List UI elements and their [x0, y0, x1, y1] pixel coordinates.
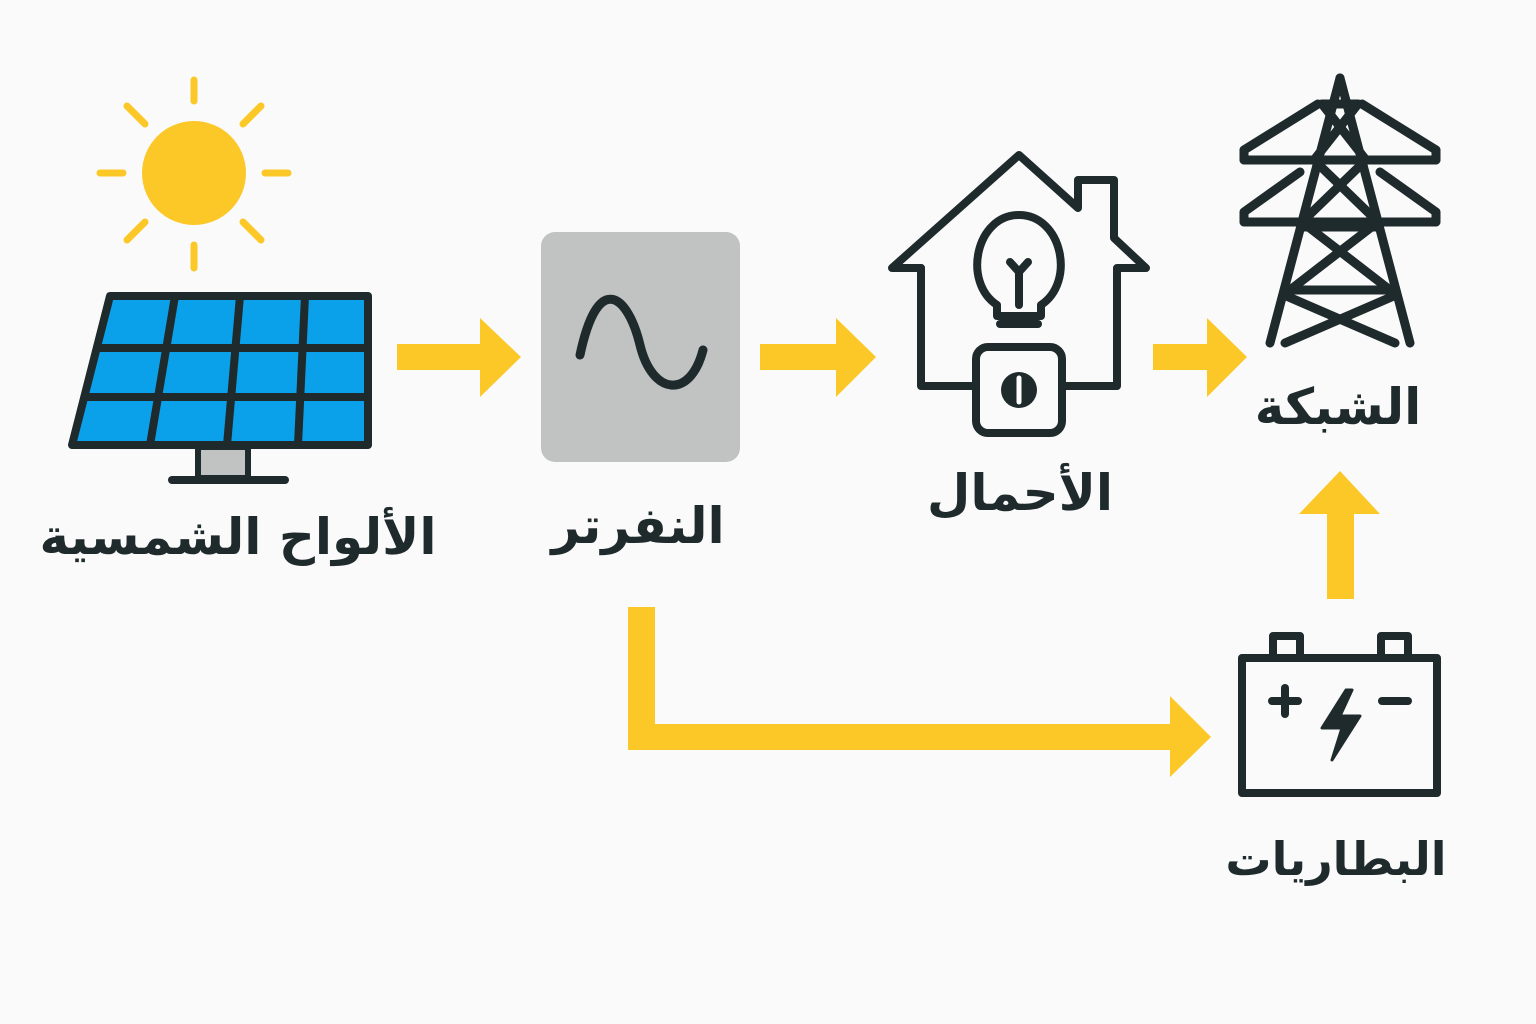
arrow-inverter-to-battery	[628, 607, 1211, 777]
loads-label: الأحمال	[926, 464, 1114, 522]
arrow-battery-to-grid	[1299, 471, 1380, 599]
solar-panel-icon	[68, 292, 372, 484]
house-bulb-outlet-icon	[888, 151, 1150, 437]
inverter-wave-icon	[541, 232, 740, 462]
inverter-label: النفرتر	[551, 497, 725, 555]
battery-icon	[1238, 632, 1441, 797]
grid-label: الشبكة	[1254, 378, 1422, 436]
solar-panels-label: الألواح الشمسية	[39, 508, 437, 566]
arrow-loads-to-grid	[1153, 318, 1247, 397]
batteries-label: البطاريات	[1225, 832, 1447, 886]
sun-icon	[96, 76, 292, 272]
arrow-inverter-to-loads	[760, 318, 876, 397]
arrow-solar-to-inverter	[397, 318, 521, 397]
power-tower-icon	[1239, 73, 1441, 348]
